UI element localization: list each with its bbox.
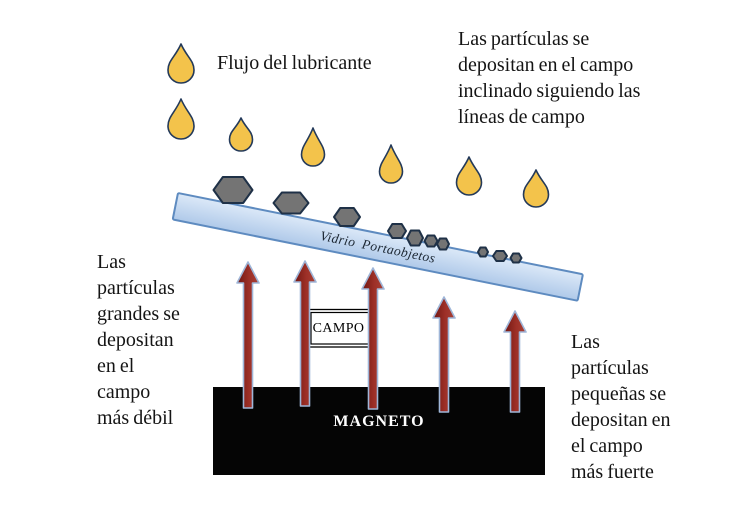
field-arrow-icon bbox=[503, 310, 527, 413]
label-field-box: CAMPO bbox=[312, 320, 365, 336]
glass-slide bbox=[171, 192, 584, 302]
droplet-icon bbox=[522, 169, 550, 208]
label-magnet: MAGNETO bbox=[333, 413, 425, 430]
droplet-icon bbox=[167, 43, 195, 84]
droplet-icon bbox=[228, 117, 254, 152]
field-box bbox=[307, 308, 370, 348]
particle-hexagon-icon bbox=[406, 229, 424, 247]
particle-hexagon-icon bbox=[477, 246, 489, 258]
particle-hexagon-icon bbox=[272, 191, 310, 215]
particle-hexagon-icon bbox=[387, 223, 407, 239]
field-arrow-icon bbox=[432, 296, 456, 413]
droplet-icon bbox=[167, 98, 195, 140]
droplet-icon bbox=[455, 156, 483, 196]
label-lubricant-flow: Flujo del lubricante bbox=[217, 52, 372, 74]
label-small-particles-strong-field: Las partículas pequeñas se depositan en … bbox=[571, 331, 671, 483]
field-arrow-icon bbox=[361, 267, 385, 410]
field-arrow-icon bbox=[236, 261, 260, 409]
magnet-block bbox=[213, 387, 545, 475]
particle-hexagon-icon bbox=[436, 237, 450, 251]
particle-hexagon-icon bbox=[333, 207, 361, 227]
label-large-particles-weak-field: Las partículas grandes se depositan en e… bbox=[97, 251, 180, 429]
droplet-icon bbox=[300, 127, 326, 167]
particle-hexagon-icon bbox=[212, 176, 254, 204]
label-particles-follow-field-lines: Las partículas se depositan en el campo … bbox=[458, 28, 641, 128]
droplet-icon bbox=[378, 144, 404, 184]
particle-hexagon-icon bbox=[509, 252, 523, 264]
field-arrow-icon bbox=[293, 260, 317, 407]
particle-hexagon-icon bbox=[492, 250, 508, 262]
